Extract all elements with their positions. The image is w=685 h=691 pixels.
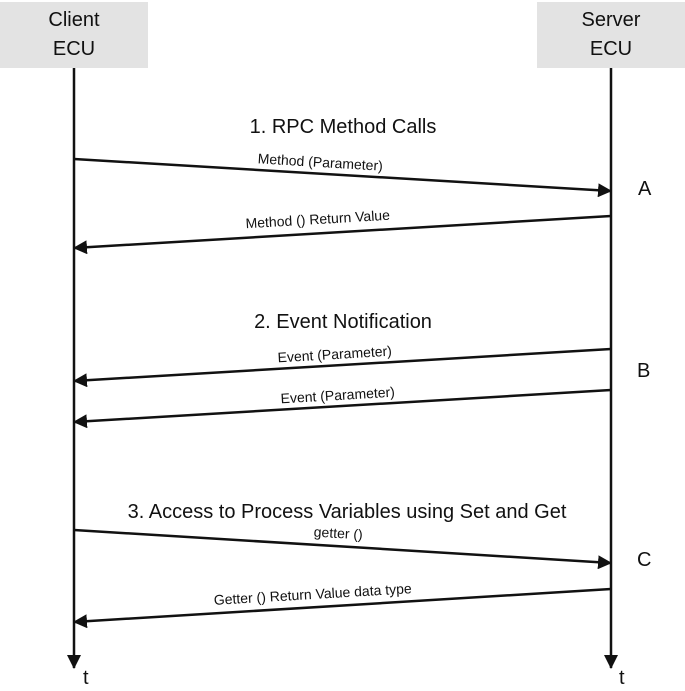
client-time-label: t xyxy=(83,667,89,689)
access-response-arrow xyxy=(73,587,612,629)
rpc-response-arrow xyxy=(73,214,612,255)
rpc-response-label: Method () Return Value xyxy=(245,207,390,232)
rpc-request-arrow xyxy=(73,157,612,198)
client-label-line2: ECU xyxy=(52,38,96,60)
access-request-label: getter () xyxy=(313,524,363,543)
event-section-title: 2. Event Notification xyxy=(254,311,432,333)
server-time-label: t xyxy=(619,667,625,689)
server-label-line2: ECU xyxy=(589,38,633,60)
marker-c: C xyxy=(637,549,651,571)
client-label-line1: Client xyxy=(48,9,100,31)
rpc-section-title: 1. RPC Method Calls xyxy=(250,116,437,138)
marker-a: A xyxy=(638,178,652,200)
event-label-2: Event (Parameter) xyxy=(280,384,395,407)
event-arrow-1 xyxy=(73,347,612,388)
rpc-request-label: Method (Parameter) xyxy=(257,150,383,173)
client-ecu-box: Client ECU xyxy=(0,2,148,68)
marker-b: B xyxy=(637,360,650,382)
event-label-1: Event (Parameter) xyxy=(277,343,392,366)
access-request-arrow xyxy=(73,528,612,570)
server-ecu-box: Server ECU xyxy=(537,2,685,68)
server-label-line1: Server xyxy=(581,9,641,31)
event-arrow-2 xyxy=(73,388,612,429)
access-section-title: 3. Access to Process Variables using Set… xyxy=(128,501,567,523)
